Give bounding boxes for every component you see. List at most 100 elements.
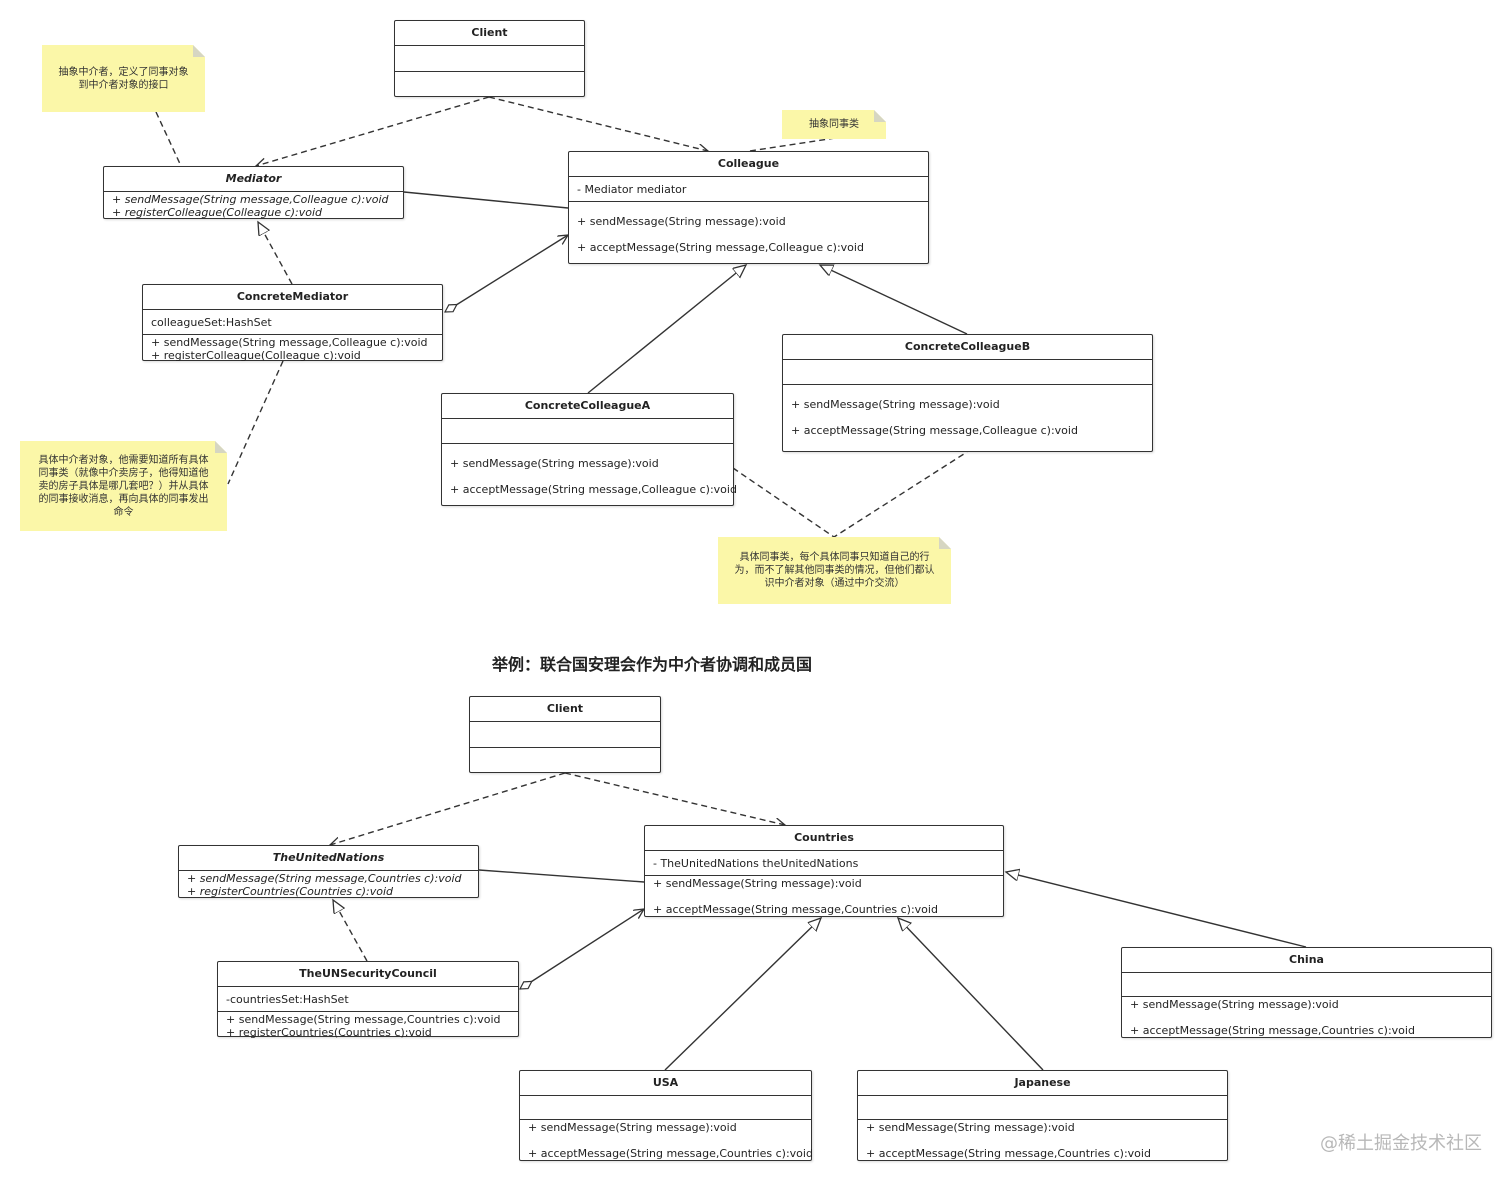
aggregation-concretemediator-colleague <box>445 235 568 312</box>
note-link-concrete-mediator <box>227 360 284 485</box>
methods-section: + sendMessage(String message):void + acc… <box>520 1120 813 1160</box>
note-line: 具体中介者对象，他需要知道所有具体 <box>38 455 209 466</box>
class-name: TheUNSecurityCouncil <box>218 962 518 987</box>
attributes-section <box>470 722 660 748</box>
method: + sendMessage(String message):void <box>866 1121 1075 1134</box>
note-concrete-mediator: 具体中介者对象，他需要知道所有具体 同事类（就像中介卖房子，他得知道他 卖的房子… <box>20 441 227 531</box>
class-name: ConcreteColleagueB <box>783 335 1152 360</box>
attribute: - TheUnitedNations theUnitedNations <box>653 857 859 870</box>
class-client[interactable]: Client <box>394 20 585 97</box>
method: + acceptMessage(String message,Countries… <box>653 903 938 916</box>
class-name: Countries <box>645 826 1003 851</box>
method: + sendMessage(String message):void <box>1130 998 1339 1011</box>
method: + sendMessage(String message,Countries c… <box>187 872 462 885</box>
note-abstract-colleague: 抽象同事类 <box>782 110 886 139</box>
method: + acceptMessage(String message,Countries… <box>1130 1024 1415 1037</box>
attributes-section: colleagueSet:HashSet <box>143 310 442 335</box>
class-concrete-mediator[interactable]: ConcreteMediator colleagueSet:HashSet + … <box>142 284 443 362</box>
methods-section: + sendMessage(String message):void + acc… <box>858 1120 1227 1160</box>
method: + sendMessage(String message):void <box>577 215 786 228</box>
generalization-b-colleague <box>820 265 968 335</box>
methods-section: + sendMessage(String message):void + acc… <box>645 876 1003 916</box>
class-name: China <box>1122 948 1491 973</box>
method: + acceptMessage(String message,Colleague… <box>577 241 864 254</box>
method: + acceptMessage(String message,Countries… <box>528 1147 813 1160</box>
methods-section: + sendMessage(String message,Countries c… <box>179 871 478 898</box>
method: + acceptMessage(String message,Countries… <box>866 1147 1151 1160</box>
dependency-client-colleague <box>488 96 708 151</box>
class-client-example[interactable]: Client <box>469 696 661 773</box>
method: + registerCountries(Countries c):void <box>226 1026 432 1039</box>
method: + registerCountries(Countries c):void <box>187 885 393 898</box>
class-name: Mediator <box>104 167 403 192</box>
note-line: 识中介者对象（通过中介交流） <box>764 578 905 589</box>
attributes-section <box>858 1096 1227 1120</box>
method: + sendMessage(String message,Colleague c… <box>112 193 389 206</box>
method: + sendMessage(String message):void <box>450 457 659 470</box>
class-the-united-nations[interactable]: TheUnitedNations + sendMessage(String me… <box>178 845 479 898</box>
attributes-section: - TheUnitedNations theUnitedNations <box>645 851 1003 876</box>
note-line: 抽象中介者，定义了同事对象 <box>58 67 189 78</box>
class-name: Client <box>470 697 660 722</box>
class-countries[interactable]: Countries - TheUnitedNations theUnitedNa… <box>644 825 1004 917</box>
attributes-section <box>442 419 733 444</box>
class-the-un-security-council[interactable]: TheUNSecurityCouncil -countriesSet:HashS… <box>217 961 519 1039</box>
methods-section <box>395 72 584 97</box>
methods-section: + sendMessage(String message,Countries c… <box>218 1012 518 1039</box>
method: + acceptMessage(String message,Colleague… <box>791 424 1078 437</box>
class-name: USA <box>520 1071 811 1096</box>
association-unitednations-countries <box>478 869 645 883</box>
class-china[interactable]: China + sendMessage(String message):void… <box>1121 947 1492 1038</box>
generalization-japanese-countries <box>898 918 1044 1071</box>
watermark: @稀土掘金技术社区 <box>1320 1133 1482 1154</box>
method: + sendMessage(String message):void <box>528 1121 737 1134</box>
dependency-client-mediator <box>256 96 490 166</box>
note-line: 到中介者对象的接口 <box>78 80 169 91</box>
class-name: Client <box>395 21 584 46</box>
attributes-section: -countriesSet:HashSet <box>218 987 518 1012</box>
methods-section: + sendMessage(String message):void + acc… <box>442 444 737 496</box>
attributes-section <box>395 46 584 72</box>
class-name: Japanese <box>858 1071 1227 1096</box>
methods-section: + sendMessage(String message):void + acc… <box>783 385 1152 437</box>
attribute: colleagueSet:HashSet <box>151 316 272 329</box>
class-concrete-colleague-b[interactable]: ConcreteColleagueB + sendMessage(String … <box>782 334 1153 452</box>
class-mediator[interactable]: Mediator + sendMessage(String message,Co… <box>103 166 404 219</box>
attributes-section <box>783 360 1152 385</box>
method: + acceptMessage(String message,Colleague… <box>450 483 737 496</box>
note-concrete-colleague: 具体同事类，每个具体同事只知道自己的行 为，而不了解其他同事类的情况，但他们都认… <box>718 537 951 604</box>
generalization-china-countries <box>1006 872 1307 948</box>
class-japanese[interactable]: Japanese + sendMessage(String message):v… <box>857 1070 1228 1161</box>
methods-section: + sendMessage(String message,Colleague c… <box>143 335 442 362</box>
generalization-a-colleague <box>587 265 746 394</box>
note-line: 具体同事类，每个具体同事只知道自己的行 <box>739 552 930 563</box>
note-abstract-mediator: 抽象中介者，定义了同事对象 到中介者对象的接口 <box>42 45 205 112</box>
note-line: 抽象同事类 <box>809 119 859 130</box>
class-colleague[interactable]: Colleague - Mediator mediator + sendMess… <box>568 151 929 264</box>
methods-section: + sendMessage(String message):void + acc… <box>569 202 928 254</box>
class-name: TheUnitedNations <box>179 846 478 871</box>
class-usa[interactable]: USA + sendMessage(String message):void +… <box>519 1070 813 1161</box>
note-line: 的同事接收消息，再向具体的同事发出 <box>38 494 209 505</box>
class-concrete-colleague-a[interactable]: ConcreteColleagueA + sendMessage(String … <box>441 393 737 506</box>
example-heading: 举例：联合国安理会作为中介者协调和成员国 <box>492 655 813 674</box>
attribute: -countriesSet:HashSet <box>226 993 349 1006</box>
note-line: 同事类（就像中介卖房子，他得知道他 <box>38 468 209 479</box>
note-line: 为，而不了解其他同事类的情况，但他们都认 <box>734 565 935 576</box>
note-link-concrete-colleague <box>732 451 968 538</box>
dependency-client2-unitednations <box>330 772 566 845</box>
note-line: 卖的房子具体是哪几套吧？）并从具体 <box>38 481 209 492</box>
attribute: - Mediator mediator <box>577 183 687 196</box>
note-link-abstract-colleague <box>749 137 836 152</box>
class-name: ConcreteMediator <box>143 285 442 310</box>
note-line: 命令 <box>113 507 134 518</box>
attributes-section <box>1122 973 1491 997</box>
methods-section: + sendMessage(String message,Colleague c… <box>104 192 403 219</box>
note-link-abstract-mediator <box>155 111 182 167</box>
realization-council-unitednations <box>333 900 368 962</box>
method: + registerColleague(Colleague c):void <box>112 206 322 219</box>
association-mediator-colleague <box>403 191 569 209</box>
methods-section <box>470 748 660 773</box>
generalization-usa-countries <box>664 918 821 1071</box>
